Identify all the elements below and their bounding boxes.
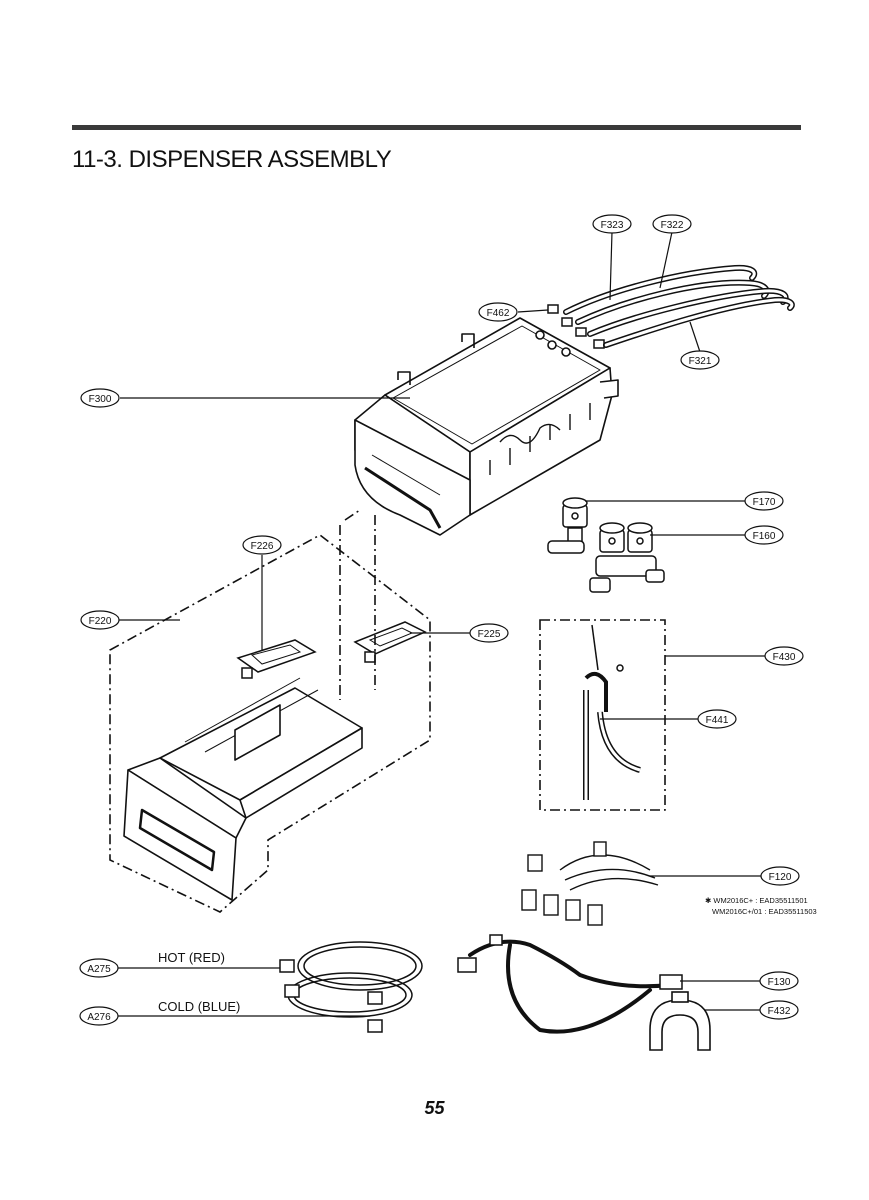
model-note-1: ✱ WM2016C+ : EAD35511501 — [705, 896, 808, 905]
callout-f225: F225 — [469, 623, 509, 643]
callout-f300: F300 — [80, 388, 120, 408]
cold-label: COLD (BLUE) — [158, 999, 240, 1014]
svg-text:F160: F160 — [753, 531, 776, 542]
detergent-drawer — [123, 677, 363, 901]
svg-text:F432: F432 — [768, 1006, 791, 1017]
callout-f462: F462 — [478, 302, 518, 322]
callout-f321: F321 — [680, 350, 720, 370]
svg-text:A276: A276 — [87, 1012, 111, 1023]
svg-text:F226: F226 — [251, 541, 274, 552]
svg-text:F441: F441 — [706, 715, 729, 726]
siphon-caps — [236, 621, 427, 679]
model-note-2: WM2016C+/01 : EAD35511503 — [712, 907, 817, 916]
callout-f432: F432 — [759, 1000, 799, 1020]
dispenser-housing — [354, 317, 619, 536]
hot-label: HOT (RED) — [158, 950, 225, 965]
callout-f220: F220 — [80, 610, 120, 630]
svg-text:F430: F430 — [773, 652, 796, 663]
callout-a275: A275 — [79, 958, 119, 978]
callout-f120: F120 — [760, 866, 800, 886]
svg-text:F322: F322 — [661, 220, 684, 231]
inlet-hoses — [547, 264, 795, 349]
callouts: F323 F322 F462 F321 F300 F170 F160 F226 … — [79, 214, 804, 1026]
callout-f130: F130 — [759, 971, 799, 991]
svg-text:F462: F462 — [487, 308, 510, 319]
leader-lines — [118, 231, 765, 1017]
svg-text:F130: F130 — [768, 977, 791, 988]
callout-f322: F322 — [652, 214, 692, 234]
page-title: 11-3. DISPENSER ASSEMBLY — [72, 146, 392, 173]
callout-f226: F226 — [242, 535, 282, 555]
inlet-tubes — [279, 941, 423, 1033]
svg-text:F321: F321 — [689, 356, 712, 367]
dashed-group-outlines — [109, 509, 666, 913]
callout-a276: A276 — [79, 1006, 119, 1026]
svg-text:A275: A275 — [87, 964, 111, 975]
wire-harness-f120 — [521, 841, 659, 926]
air-hose-assembly — [583, 624, 641, 800]
svg-text:F225: F225 — [478, 629, 501, 640]
svg-text:F323: F323 — [601, 220, 624, 231]
title-rule — [72, 125, 801, 130]
svg-text:F120: F120 — [769, 872, 792, 883]
wire-harness-f130 — [457, 934, 683, 1034]
callout-f441: F441 — [697, 709, 737, 729]
svg-text:F300: F300 — [89, 394, 112, 405]
callout-f170: F170 — [744, 491, 784, 511]
page-number: 55 — [424, 1098, 445, 1118]
callout-f430: F430 — [764, 646, 804, 666]
text-labels: HOT (RED) COLD (BLUE) ✱ WM2016C+ : EAD35… — [158, 896, 817, 1014]
svg-text:F170: F170 — [753, 497, 776, 508]
svg-text:F220: F220 — [89, 616, 112, 627]
hose-clamp-f432 — [649, 991, 711, 1051]
callout-f160: F160 — [744, 525, 784, 545]
callout-f323: F323 — [592, 214, 632, 234]
water-valves — [547, 497, 665, 593]
